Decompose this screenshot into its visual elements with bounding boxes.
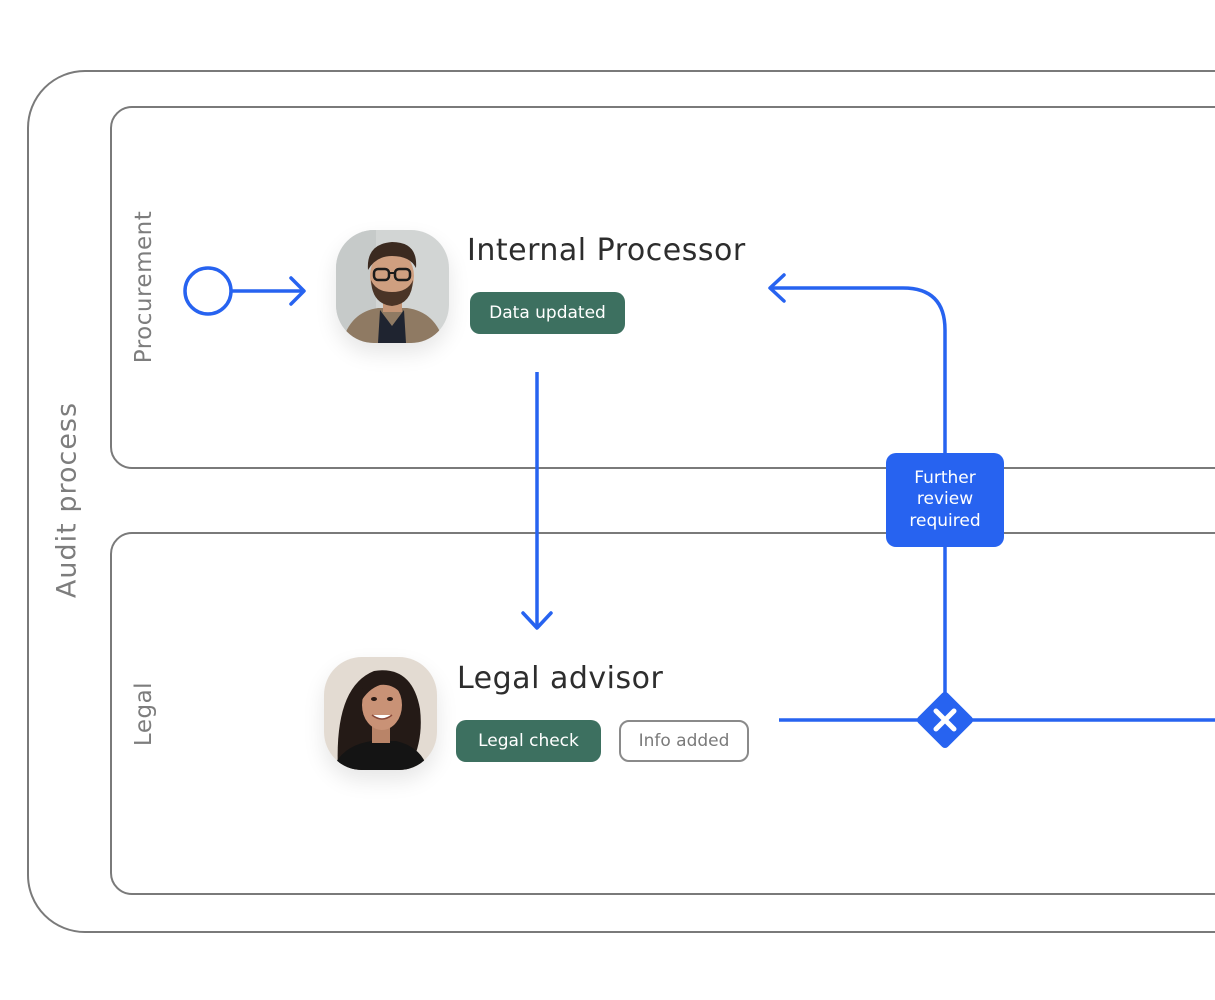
- flow-gateway-to-processor: [772, 286, 947, 720]
- lane-legal: [110, 532, 1215, 895]
- avatar-legal-advisor: [324, 657, 437, 770]
- person-avatar-icon: [336, 230, 449, 343]
- arrowhead-right-icon: [289, 276, 306, 306]
- start-event-icon[interactable]: [183, 266, 233, 316]
- arrowhead-down-icon: [521, 611, 553, 630]
- person-avatar-icon: [324, 657, 437, 770]
- lane-procurement: [110, 106, 1215, 469]
- tag-data-updated[interactable]: Data updated: [470, 292, 625, 334]
- avatar-internal-processor: [336, 230, 449, 343]
- exclusive-gateway-icon[interactable]: [915, 690, 974, 749]
- role-internal-processor: Internal Processor: [467, 233, 746, 268]
- role-legal-advisor: Legal advisor: [457, 661, 664, 696]
- pool-audit-process: [27, 70, 1215, 933]
- arrowhead-left-icon: [768, 273, 786, 303]
- tag-info-added[interactable]: Info added: [619, 720, 749, 762]
- decision-label-further-review[interactable]: Further review required: [886, 453, 1004, 547]
- tag-legal-check[interactable]: Legal check: [456, 720, 601, 762]
